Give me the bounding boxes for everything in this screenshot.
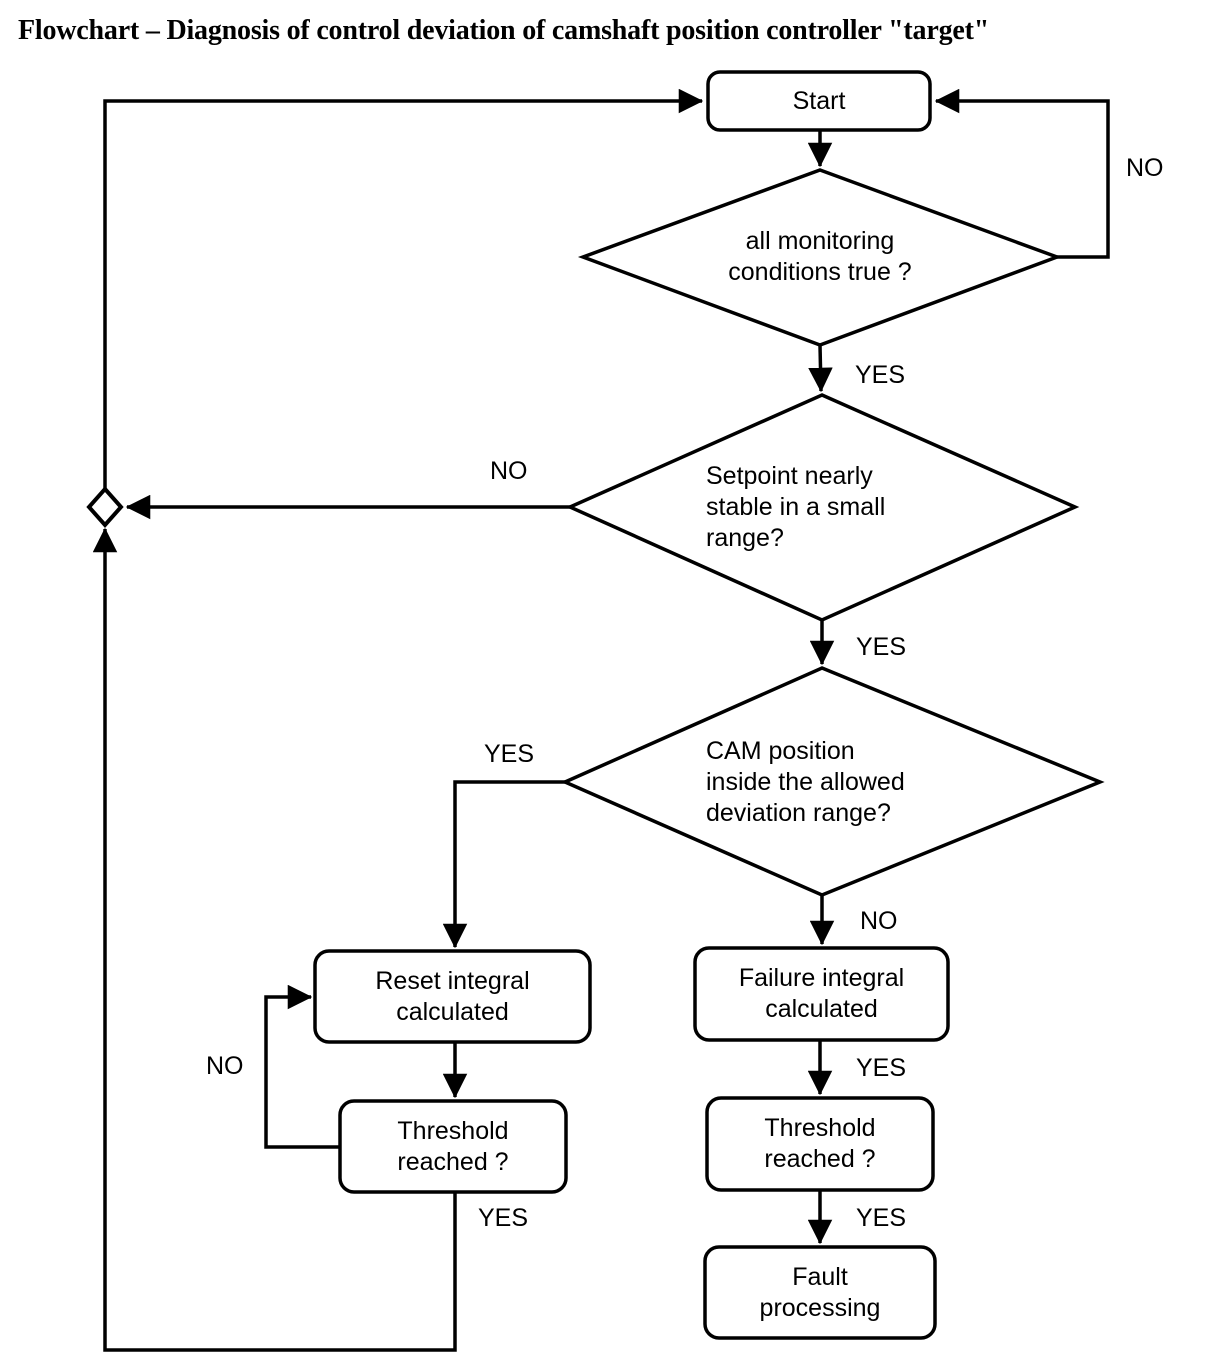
node-monitoring-conditions[interactable] [577,168,1063,347]
edge-label-monitoring-no: NO [1126,154,1164,182]
node-cam-position[interactable] [560,666,1105,897]
node-setpoint-stable[interactable] [565,393,1080,622]
edge-label-threshold-left-yes: YES [478,1204,529,1232]
node-threshold-right[interactable] [705,1096,935,1192]
edge-label-threshold-right-yes: YES [856,1204,907,1232]
node-junction[interactable] [86,485,124,529]
edge-label-failure-yes: YES [856,1054,907,1082]
page-title: Flowchart – Diagnosis of control deviati… [18,15,990,46]
edge-threshold-left-no-to-reset [264,984,340,1149]
node-failure-integral[interactable] [693,946,950,1042]
edge-label-setpoint-no: NO [490,457,528,485]
node-threshold-left[interactable] [338,1099,568,1194]
edge-label-monitoring-yes: YES [855,361,906,389]
edge-label-setpoint-yes: YES [856,633,907,661]
edge-threshold-left-yes-to-junction [92,527,457,1352]
edge-monitoring-yes-to-setpoint [808,344,833,393]
node-fault-processing[interactable] [703,1245,937,1340]
edge-cam-yes-to-reset [442,780,565,949]
edge-label-cam-no: NO [860,907,898,935]
node-reset-integral[interactable] [313,949,592,1044]
edge-label-cam-yes: YES [484,740,535,768]
node-start[interactable] [706,70,932,132]
edge-junction-to-start [103,88,704,489]
edge-monitoring-no-to-start [934,88,1110,259]
edge-label-threshold-left-no: NO [206,1052,244,1080]
